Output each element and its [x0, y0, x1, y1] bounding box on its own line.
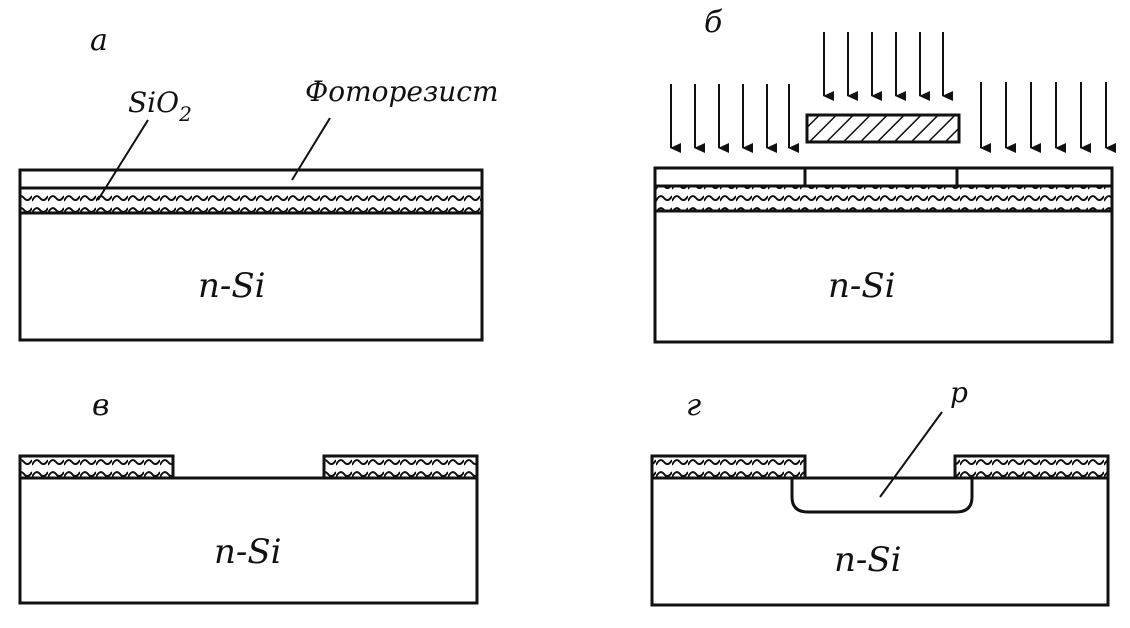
- panel-v-substrate-label: n-Si: [214, 532, 282, 572]
- panel-a-letter: а: [90, 23, 108, 58]
- panel-g-region-label: p: [950, 376, 968, 409]
- panel-b-arrows-right: [980, 82, 1116, 153]
- panel-a-oxide-layer: [20, 188, 482, 213]
- panel-g-oxide-right-outline: [953, 454, 1110, 480]
- panel-v-oxide-right: [324, 456, 477, 478]
- panel-g: г p n-Si: [650, 376, 1110, 607]
- panel-g-substrate: [650, 476, 1110, 607]
- panel-b-arrows-middle: [823, 32, 953, 101]
- panel-b-substrate-label: n-Si: [828, 266, 896, 306]
- panel-a-photoresist-layer: [18, 168, 484, 190]
- panel-v-oxide-right-outline: [322, 454, 479, 480]
- panel-b-resist-right: [955, 166, 1114, 188]
- panel-v-oxide-left-outline: [18, 454, 175, 480]
- panel-a-oxide-label: SiO2: [128, 86, 192, 126]
- panel-a-photoresist-leader: [291, 117, 331, 181]
- panel-g-oxide-right: [955, 456, 1108, 478]
- panel-v-substrate: [18, 476, 479, 605]
- panel-b-resist-middle: [803, 166, 959, 188]
- panel-g-oxide-left-outline: [650, 454, 807, 480]
- panel-b-resist-left: [653, 166, 807, 188]
- panel-g-oxide-left: [652, 456, 805, 478]
- panel-b-oxide-layer: [655, 186, 1112, 211]
- panel-a-substrate-label: n-Si: [198, 266, 266, 306]
- panel-a: а n-Si SiO2 Фоторезист: [18, 23, 499, 342]
- panel-a-photoresist-label: Фоторезист: [305, 75, 499, 108]
- panel-v: в n-Si: [18, 388, 479, 605]
- panel-b: б n-Si: [653, 5, 1116, 344]
- panel-a-oxide-leader: [97, 119, 149, 201]
- panel-v-oxide-left: [20, 456, 173, 478]
- panel-b-substrate: [653, 209, 1114, 344]
- panel-g-substrate-label: n-Si: [834, 540, 902, 580]
- panel-b-photomask: [805, 113, 961, 144]
- panel-b-letter: б: [704, 5, 723, 40]
- panel-b-arrows-left: [670, 84, 799, 153]
- panel-g-letter: г: [686, 388, 701, 423]
- panel-a-substrate: [18, 211, 484, 342]
- panel-v-letter: в: [92, 388, 109, 423]
- panel-g-p-region: [790, 478, 974, 514]
- panel-g-region-leader: [879, 411, 943, 498]
- panel-b-photomask-hatch: [807, 115, 959, 142]
